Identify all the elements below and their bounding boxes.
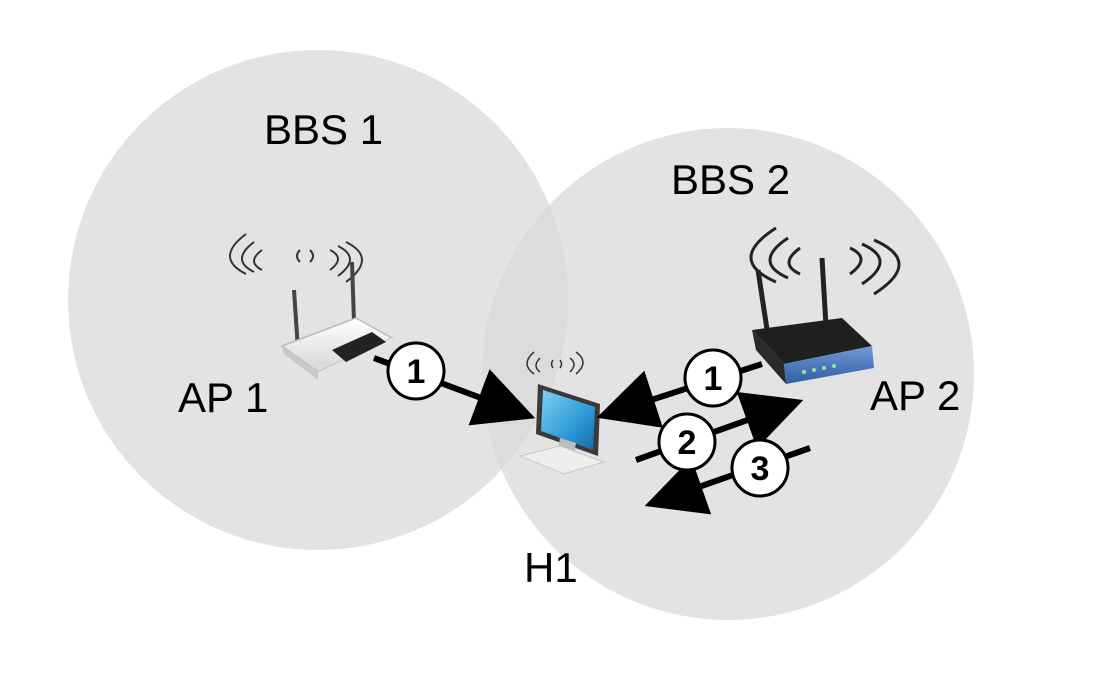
- step-label-ap1: 1: [407, 353, 426, 391]
- wireless-router-white-icon: [229, 233, 394, 380]
- desktop-computer-icon: [518, 351, 606, 475]
- bss2-label: BBS 2: [671, 156, 790, 203]
- step-label-response: 3: [751, 450, 770, 488]
- ap1-label: AP 1: [178, 374, 268, 421]
- step-marker-response: 3: [730, 438, 790, 498]
- step-marker-request: 2: [657, 412, 717, 472]
- step-marker-ap1: 1: [386, 341, 446, 401]
- wireless-router-blue-icon: [749, 226, 901, 384]
- step-label-request: 2: [678, 424, 697, 462]
- step-marker-ap2: 1: [683, 348, 743, 408]
- ap2-label: AP 2: [870, 372, 960, 419]
- step-label-ap2: 1: [704, 360, 723, 398]
- host-label: H1: [524, 544, 578, 591]
- bss1-label: BBS 1: [264, 106, 383, 153]
- bss1-coverage-area: [68, 50, 568, 550]
